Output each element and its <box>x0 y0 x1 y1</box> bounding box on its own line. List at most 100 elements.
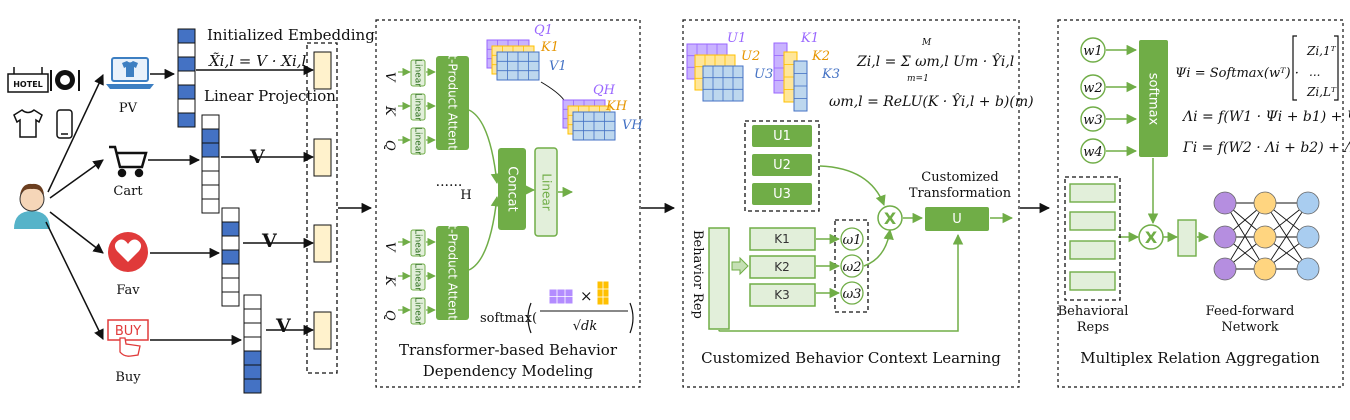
head-linear-box <box>410 263 426 291</box>
head-linear-box <box>410 229 426 257</box>
head-input-label: V <box>382 242 397 253</box>
ffn-label-1: Feed-forward <box>1206 304 1295 319</box>
u-output-label: U <box>952 212 962 227</box>
k1-label: K1 <box>540 40 559 55</box>
w2-label: w2 <box>1083 81 1102 96</box>
aggregation-softmax-block <box>1139 40 1168 157</box>
behavior-arrows <box>148 68 243 346</box>
v1-label: V1 <box>549 59 567 74</box>
k1-tensor-label: K1 <box>800 31 819 46</box>
user-avatar-icon <box>14 183 50 229</box>
ffn-node <box>1253 257 1277 281</box>
matrix-row-2: ... <box>1309 65 1320 79</box>
embedding-cell <box>243 364 262 380</box>
embedding-cell <box>221 263 240 279</box>
projection-arrows <box>196 64 315 336</box>
equation-gamma: Γi = f(W2 · Λi + b2) + Λi <box>1182 140 1350 156</box>
embedding-cell <box>243 350 262 366</box>
embedding-cell <box>243 378 262 394</box>
ffn-node <box>1213 191 1237 215</box>
behavior-rep-arrow <box>731 256 749 276</box>
embedding-cell <box>201 142 220 158</box>
w1-label: w1 <box>1083 44 1102 59</box>
mini-key-grid <box>596 280 610 306</box>
behavioral-reps-label-2: Reps <box>1077 320 1109 335</box>
context-flow-arrows <box>718 165 1014 332</box>
ffn-node <box>1296 225 1320 249</box>
embedding-cell <box>201 128 220 144</box>
embedding-cell <box>221 207 240 223</box>
embedding-cell <box>243 294 262 310</box>
head-linear-label: Linear <box>413 127 423 155</box>
weight-nodes <box>1080 37 1106 164</box>
head-linear-label: Linear <box>413 297 423 325</box>
v-label-fav: V <box>261 230 278 252</box>
svg-text:BUY: BUY <box>115 324 141 339</box>
ffn-label-2: Network <box>1221 320 1278 335</box>
svg-text:HOTEL: HOTEL <box>13 80 43 89</box>
k3-tensor-label: K3 <box>821 67 840 82</box>
embedding-cell <box>201 156 220 172</box>
u-output-block <box>925 207 989 231</box>
matrix-row-3: Zi,Lᵀ <box>1306 85 1337 99</box>
custom-transform-line1: Customized <box>921 170 998 185</box>
laptop-icon <box>106 57 154 89</box>
embedding-cell <box>201 114 220 130</box>
q1-label: Q1 <box>534 23 553 38</box>
stack-connector <box>540 81 565 101</box>
embedding-title: Initialized Embedding <box>207 26 375 44</box>
head-linear-label: Linear <box>413 59 423 87</box>
concat-label: Concat <box>505 166 520 211</box>
item-icons: HOTEL <box>7 67 80 139</box>
head-linear-box <box>410 59 426 87</box>
k-tensor-stack <box>773 42 808 112</box>
u1-box-label: U1 <box>773 129 791 144</box>
embedding-cell <box>177 112 196 128</box>
dot-product-attention-label: Dot-Product Attention <box>446 208 460 338</box>
context-multiply-symbol: X <box>884 209 897 228</box>
transformer-panel <box>375 19 641 388</box>
eq1-sum-bottom: m=1 <box>907 74 929 84</box>
embedding-cell <box>177 56 196 72</box>
u1-tensor-label: U1 <box>727 31 746 46</box>
context-equation-z: Zi,l = Σ ωm,l Um · Ŷi,l <box>856 52 1014 70</box>
transformer-flow-arrows <box>468 109 574 271</box>
embedding-cell <box>221 235 240 251</box>
matrix-left-bracket <box>1292 35 1297 101</box>
heart-icon <box>108 232 148 272</box>
ffn-node <box>1253 225 1277 249</box>
cart-icon <box>109 145 148 178</box>
buy-icon: BUY <box>107 319 149 357</box>
weight-arrows <box>1106 44 1210 243</box>
head-linear-box <box>410 93 426 121</box>
ffn-node <box>1213 225 1237 249</box>
v-label-buy: V <box>275 315 292 337</box>
kh-label: KH <box>605 99 628 114</box>
omega1-label: ω1 <box>843 233 862 248</box>
embedding-cell <box>177 70 196 86</box>
matrix-right-bracket <box>1334 35 1339 101</box>
k1-box-label: K1 <box>774 232 790 246</box>
projected-embeddings-box <box>306 42 338 374</box>
behavior-fav-label: Fav <box>116 283 140 298</box>
aggregation-caption: Multiplex Relation Aggregation <box>1080 349 1320 367</box>
linear-label: Linear <box>540 173 554 210</box>
context-multiply-node <box>877 205 903 231</box>
aggregation-panel <box>1057 19 1344 388</box>
projected-embeddings <box>313 51 332 350</box>
k3-box-label: K3 <box>774 288 790 302</box>
k2-box-label: K2 <box>774 260 790 274</box>
embedding-cell <box>221 221 240 237</box>
context-panel <box>682 19 1020 388</box>
embedding-cell <box>177 98 196 114</box>
head-linear-label: Linear <box>413 229 423 257</box>
embedding-cell <box>177 28 196 44</box>
head-input-label: Q <box>382 140 397 151</box>
u2-box-label: U2 <box>773 158 791 173</box>
qkv-stack-head-1 <box>486 39 540 81</box>
linear-projection-label: Linear Projection <box>204 87 336 105</box>
context-caption: Customized Behavior Context Learning <box>701 349 1001 367</box>
